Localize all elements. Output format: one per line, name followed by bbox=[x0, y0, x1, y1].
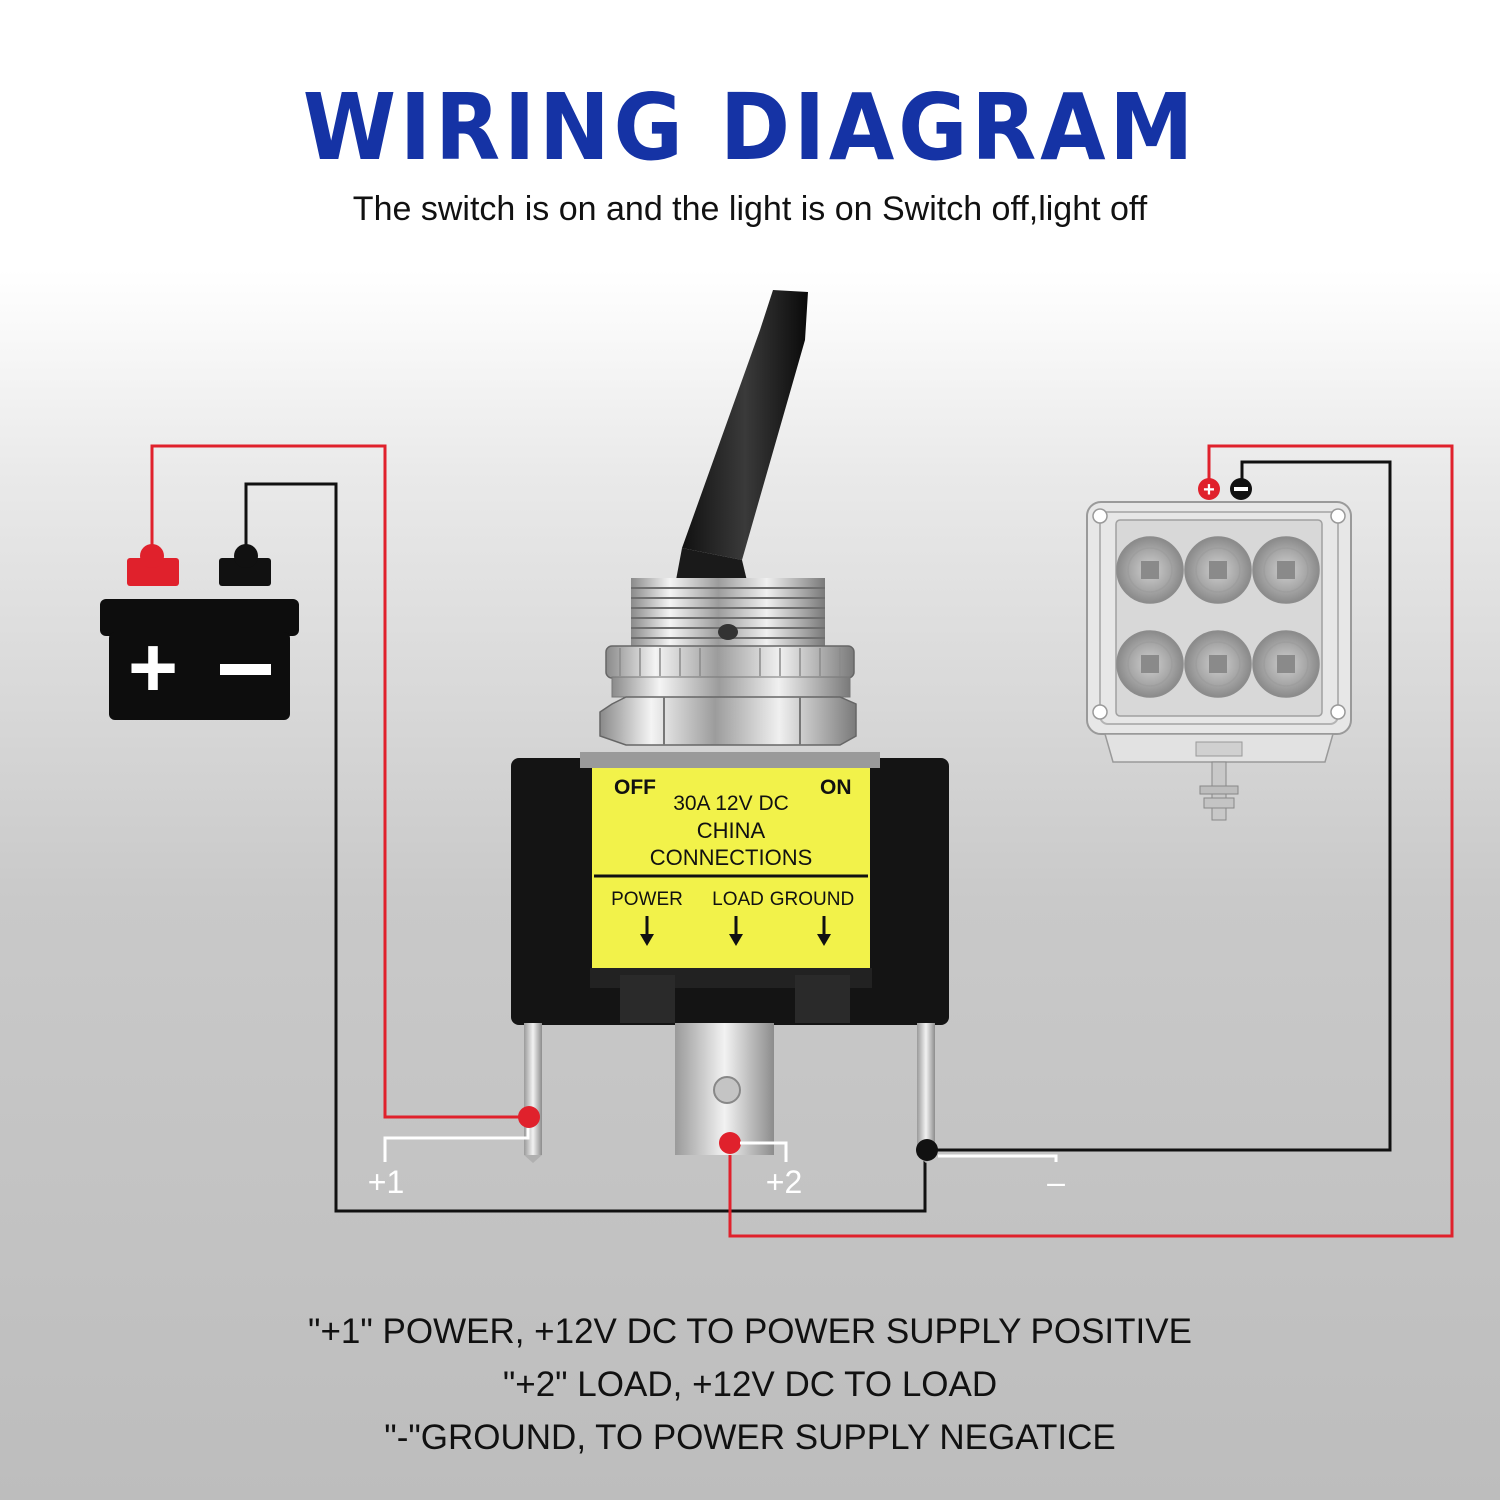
wiring-notes: "+1" POWER, +12V DC TO POWER SUPPLY POSI… bbox=[0, 1305, 1500, 1464]
down-arrow-icon bbox=[640, 916, 831, 946]
light-positive-terminal bbox=[1198, 478, 1220, 500]
switch-ground-label: GROUND bbox=[770, 889, 854, 910]
leader-plus2 bbox=[740, 1141, 788, 1162]
connection-dot-power bbox=[518, 1106, 540, 1128]
light-minus-sign bbox=[1234, 487, 1248, 491]
terminal-load bbox=[675, 1023, 774, 1155]
wire-light-negative bbox=[925, 460, 1392, 1152]
terminal-power bbox=[524, 1023, 542, 1163]
battery-icon: + bbox=[100, 544, 299, 720]
switch-rating-label: 30A 12V DC bbox=[673, 792, 789, 815]
led-work-light-icon: + bbox=[1086, 478, 1352, 821]
switch-load-label: LOAD bbox=[712, 889, 764, 910]
wire-battery-positive bbox=[150, 444, 529, 1119]
led-lens bbox=[1252, 630, 1320, 698]
wire-load-positive bbox=[728, 444, 1454, 1238]
led-lens bbox=[1252, 536, 1320, 604]
note-load: "+2" LOAD, +12V DC TO LOAD bbox=[502, 1365, 998, 1404]
leader-minus bbox=[938, 1154, 1058, 1162]
toggle-switch: OFF ON 30A 12V DC CHINA CONNECTIONS POWE… bbox=[511, 290, 949, 1163]
note-ground: "-"GROUND, TO POWER SUPPLY NEGATICE bbox=[384, 1418, 1116, 1457]
switch-on-label: ON bbox=[820, 776, 852, 799]
switch-power-label: POWER bbox=[611, 889, 683, 910]
connection-dot-load bbox=[719, 1132, 741, 1154]
switch-origin-label: CHINA bbox=[697, 818, 766, 843]
led-lens bbox=[1184, 536, 1252, 604]
led-lens bbox=[1116, 536, 1184, 604]
battery-plus-sign: + bbox=[128, 620, 178, 716]
terminal-minus-label: – bbox=[1047, 1164, 1065, 1200]
wire-battery-negative bbox=[244, 482, 927, 1213]
note-power: "+1" POWER, +12V DC TO POWER SUPPLY POSI… bbox=[308, 1312, 1192, 1351]
switch-connections-label: CONNECTIONS bbox=[650, 845, 813, 870]
switch-lever bbox=[682, 290, 808, 560]
battery-minus-sign bbox=[220, 664, 271, 675]
connection-dot-ground bbox=[916, 1139, 938, 1161]
led-lens bbox=[1184, 630, 1252, 698]
terminal-plus2-label: +2 bbox=[766, 1164, 802, 1200]
leader-plus1 bbox=[383, 1128, 530, 1162]
threaded-bushing bbox=[631, 578, 825, 656]
light-plus-sign: + bbox=[1203, 479, 1215, 501]
switch-off-label: OFF bbox=[614, 776, 656, 799]
page-subtitle: The switch is on and the light is on Swi… bbox=[352, 190, 1148, 228]
led-lens bbox=[1116, 630, 1184, 698]
terminal-plus1-label: +1 bbox=[368, 1164, 404, 1200]
page-title: WIRING DIAGRAM bbox=[302, 74, 1198, 181]
